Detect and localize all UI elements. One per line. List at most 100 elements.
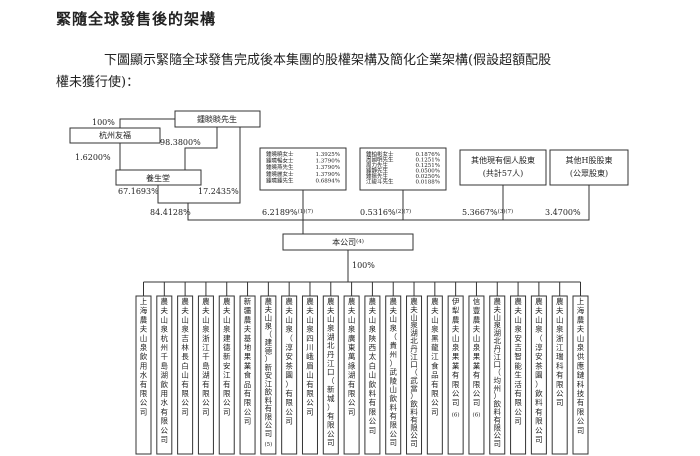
other-individual-count: (共計57人) — [483, 168, 523, 178]
subsidiary-box — [343, 295, 360, 455]
subsidiary-name: 信豐農夫山泉果業有限公司 — [473, 296, 481, 407]
subsidiary-name: 上海農夫山泉飲用水有限公司 — [140, 297, 148, 416]
subsidiary-name: 農夫山泉湖北丹江口（新城）有限公司 — [327, 296, 335, 447]
other-individual-label: 其他現有個人股東 — [471, 155, 535, 165]
family-1-name-4: 鍾曉鍾先生 — [266, 176, 294, 184]
family-1-pct-1: 1.3790% — [316, 159, 340, 165]
intro-line-2: 權未獲行使)： — [56, 75, 140, 90]
other-individual-pct: 5.3667% — [462, 208, 498, 217]
other-individual-box — [459, 149, 547, 186]
edge-label-hangzhou-yangsheng: 1.6200% — [75, 153, 111, 162]
family-1-pct-3: 1.3790% — [316, 172, 340, 178]
subsidiary-box — [447, 295, 464, 455]
subsidiary-name: 農夫山泉安吉智能生活有限公司 — [514, 296, 522, 426]
family-group-1-note: (1)(7) — [298, 208, 314, 215]
subsidiary-box — [406, 295, 423, 455]
subsidiary-note: (6) — [452, 411, 460, 418]
family-2-name-0: 鍾柏彬女士 — [366, 150, 394, 158]
family-group-1-pct: 6.2189% — [262, 208, 298, 217]
subsidiary-name: 伊犁農夫山泉果業有限公司 — [452, 296, 460, 407]
subsidiary-name: 上海農夫山泉供應鏈科技有限公司 — [577, 297, 585, 435]
edge-label-family-group-1: 6.2189%(1)(7) — [262, 208, 313, 217]
family-2-name-1: 周國明先生 — [366, 156, 394, 164]
subsidiary-box — [239, 295, 256, 455]
edge-other-h — [503, 185, 590, 221]
subsidiary-box — [322, 295, 339, 455]
edge-label-subsidiaries: 100% — [352, 261, 375, 270]
subsidiary-name: 農夫山泉黑龍江食品有限公司 — [431, 296, 439, 416]
subsidiary-box — [530, 295, 547, 455]
subsidiary-box — [551, 295, 568, 455]
family-group-2-pct: 0.5316% — [360, 208, 396, 217]
company-note: (4) — [356, 238, 364, 245]
family-2-pct-1: 0.1251% — [416, 158, 440, 164]
subsidiary-box — [260, 295, 277, 455]
family-2-name-3: 鍾靜先生 — [366, 167, 389, 175]
family-2-name-4: 鍾振先生 — [366, 172, 389, 180]
family-group-2-note: (2)(7) — [396, 208, 412, 215]
shareholder-zhong-label: 鍾睒睒先生 — [197, 114, 237, 124]
subsidiary-name: 農夫山泉建德新安江有限公司 — [223, 296, 231, 416]
family-2-pct-5: 0.0188% — [416, 180, 440, 186]
subsidiary-name: 農夫山泉（貴州）武陵山飲料有限公司 — [389, 296, 397, 447]
edge-label-zhong-company: 17.2435% — [198, 187, 239, 196]
subsidiary-name: 農夫山泉湖北丹江口（武當）飲料有限公司 — [410, 296, 418, 448]
subsidiary-box — [364, 295, 381, 455]
subsidiary-name: 農夫山泉（建德）新安江飲料有限公司 — [265, 296, 273, 438]
intro-paragraph: 下圖顯示緊隨全球發售完成後本集團的股權架構及簡化企業架構(假設超額配股 權未獲行… — [56, 50, 664, 94]
family-1-pct-4: 0.6894% — [316, 178, 340, 184]
subsidiary-name: 農夫山泉四川峨眉山有限公司 — [306, 296, 314, 416]
edge-yangsheng-merge — [157, 185, 188, 204]
section-heading: 緊隨全球發售後的架構 — [56, 10, 217, 28]
subsidiary-box — [156, 295, 173, 455]
subsidiary-name: 農夫山泉吉林長白山有限公司 — [181, 296, 189, 416]
edge-label-zhong-hangzhou: 100% — [92, 118, 115, 127]
subsidiary-name: 新疆農夫基地果業食品有限公司 — [244, 296, 252, 426]
subsidiary-note: (6) — [473, 411, 481, 418]
subsidiary-box — [301, 295, 318, 455]
subsidiary-box — [468, 295, 485, 455]
shareholder-box-hangzhou — [69, 127, 161, 144]
subsidiaries-row: 上海農夫山泉飲用水有限公司農夫山泉杭州千島湖飲用水有限公司農夫山泉吉林長白山有限… — [135, 282, 589, 455]
intro-line-1: 下圖顯示緊隨全球發售完成後本集團的股權架構及簡化企業架構(假設超額配股 — [104, 53, 552, 68]
family-2-pct-0: 0.1876% — [416, 152, 440, 158]
edge-zhong-hangzhou — [119, 118, 175, 128]
subsidiary-name: 農夫山泉浙江瑞科有限公司 — [556, 296, 564, 407]
subsidiary-box — [197, 295, 214, 455]
subsidiary-name: 農夫山泉陝西太白山飲料有限公司 — [369, 296, 377, 435]
subsidiary-name: 農夫山泉廣東萬綠湖有限公司 — [348, 296, 356, 416]
edge-label-zhong-yangsheng: 98.3800% — [160, 138, 201, 147]
subsidiary-box — [385, 295, 402, 455]
subsidiary-box — [177, 295, 194, 455]
subsidiary-box — [426, 295, 443, 455]
family-2-name-2: 周力先生 — [366, 161, 389, 169]
subsidiary-box — [281, 295, 298, 455]
family-1-name-2: 鍾曉燕先生 — [266, 163, 294, 171]
family-1-pct-0: 1.3925% — [316, 152, 340, 158]
edge-label-other-individual: 5.3667%(3)(7) — [462, 208, 513, 217]
subsidiary-name: 農夫山泉（淳安茶園）飲料有限公司 — [535, 296, 543, 444]
family-2-pct-3: 0.0500% — [416, 169, 440, 175]
family-2-pct-2: 0.1251% — [416, 163, 440, 169]
subsidiary-box — [218, 295, 235, 455]
edge-label-other-h: 3.4700% — [545, 208, 581, 217]
other-h-label: 其他H股股東 — [566, 155, 613, 165]
company-label: 本公司(4) — [332, 237, 364, 247]
subsidiary-name: 農夫山泉湖北丹江口（均州）飲料有限公司 — [494, 296, 502, 448]
family-1-name-0: 鍾曉曉女士 — [266, 150, 294, 158]
shareholder-yangsheng-label: 養生堂 — [146, 173, 170, 183]
other-h-public: (公眾股東) — [570, 168, 608, 178]
subsidiary-box — [510, 295, 527, 455]
subsidiary-name: 農夫山泉浙江千島湖有限公司 — [202, 296, 210, 416]
subsidiary-note: (5) — [264, 441, 272, 448]
edge-label-family-group-2: 0.5316%(2)(7) — [360, 208, 411, 217]
other-individual-note: (3)(7) — [498, 208, 514, 215]
family-2-pct-4: 0.0250% — [416, 174, 440, 180]
edge-zhong-merge — [188, 127, 241, 204]
family-2-name-5: 江峻斗先生 — [366, 178, 394, 186]
family-1-pct-2: 1.3790% — [316, 165, 340, 171]
subsidiary-name: 農夫山泉（淳安茶園）有限公司 — [285, 296, 293, 426]
subsidiary-box — [489, 295, 506, 455]
